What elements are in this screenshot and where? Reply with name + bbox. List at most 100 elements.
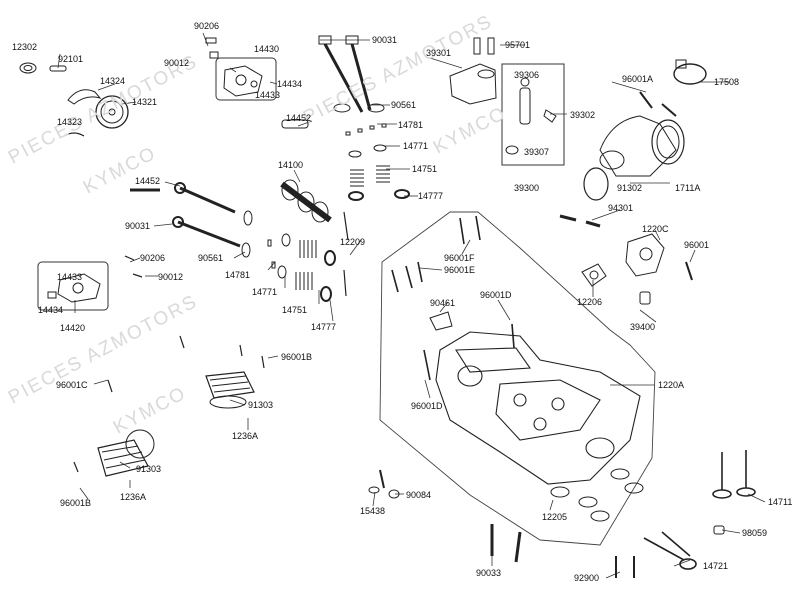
- cylinder-head-1220A: [435, 331, 641, 485]
- label-96001C: 96001C: [56, 380, 88, 390]
- springs-14751-top: [350, 165, 390, 187]
- label-91303-top: 91303: [248, 400, 274, 410]
- label-39302: 39302: [570, 110, 596, 120]
- valve-train-left: [267, 233, 336, 302]
- label-14433-top: 14433: [255, 90, 281, 100]
- guide-14323: [63, 132, 85, 137]
- label-14711: 14711: [768, 497, 793, 507]
- studs-15438: [368, 469, 385, 494]
- keepers-14781-top: [345, 123, 387, 136]
- cam-sprocket-14321: [95, 95, 129, 129]
- tappet-cover-1236A-top: [205, 371, 255, 409]
- label-12302: 12302: [12, 42, 38, 52]
- camshaft-14100: [280, 179, 332, 223]
- rocker-group-frame-top: [215, 57, 277, 101]
- label-96001B-bottom: 96001B: [60, 498, 92, 508]
- label-39400: 39400: [630, 322, 656, 332]
- o-ring-39307: [505, 145, 519, 155]
- studs-90031-left: [172, 182, 241, 248]
- label-14420: 14420: [60, 323, 86, 333]
- long-studs-90031: [318, 35, 372, 113]
- label-90012: 90012: [164, 58, 190, 68]
- label-92900: 92900: [574, 573, 600, 583]
- label-90084: 90084: [406, 490, 432, 500]
- label-90012-left: 90012: [158, 272, 184, 282]
- label-12206: 12206: [577, 297, 603, 307]
- seals-12205: [550, 468, 644, 522]
- tappet-cover-1236A-bottom: [97, 429, 155, 477]
- label-14777-top: 14777: [418, 191, 444, 201]
- label-96001E: 96001E: [444, 265, 476, 275]
- label-39307: 39307: [524, 147, 550, 157]
- pin-14452-top: [281, 119, 309, 129]
- rocker-group-frame-left: [37, 261, 109, 311]
- washer-90561-left-b: [241, 242, 251, 258]
- label-14321: 14321: [132, 97, 158, 107]
- leader-lines: [57, 32, 766, 579]
- label-14100: 14100: [278, 160, 304, 170]
- clip-39302: [543, 109, 557, 123]
- label-1236A-top: 1236A: [232, 431, 259, 441]
- label-14751-left: 14751: [282, 305, 308, 315]
- label-90033: 90033: [476, 568, 502, 578]
- label-14433-left: 14433: [57, 272, 83, 282]
- label-90206-left: 90206: [140, 253, 166, 263]
- label-1236A-bottom: 1236A: [120, 492, 147, 502]
- label-1220C: 1220C: [642, 224, 669, 234]
- o-ring-91302: [583, 167, 609, 201]
- retainers-14771-top: [348, 144, 387, 158]
- label-14777-left: 14777: [311, 322, 337, 332]
- label-14751-top: 14751: [412, 164, 438, 174]
- label-90461: 90461: [430, 298, 456, 308]
- label-96001D-bottom: 96001D: [411, 401, 443, 411]
- sensor-98059: [713, 525, 725, 535]
- stud-96001: [685, 261, 693, 281]
- label-94301: 94301: [608, 203, 634, 213]
- label-14430: 14430: [254, 44, 280, 54]
- dowel-95701b: [487, 37, 495, 55]
- label-14771-top: 14771: [403, 141, 429, 151]
- label-14323: 14323: [57, 117, 83, 127]
- label-96001D-top: 96001D: [480, 290, 512, 300]
- pin-94301b: [585, 220, 601, 228]
- label-90561-left: 90561: [198, 253, 224, 263]
- label-14434-top: 14434: [277, 79, 303, 89]
- bracket-14324: [67, 89, 102, 105]
- label-92101: 92101: [58, 54, 84, 64]
- valves-14711: [712, 450, 756, 499]
- rocker-arm-left: [47, 273, 101, 303]
- label-12209: 12209: [340, 237, 366, 247]
- label-14452-left: 14452: [135, 176, 161, 186]
- cylinder-head-assembly-outline: [379, 211, 656, 546]
- nut-90084: [388, 489, 400, 499]
- hose-clamp-17508: [673, 63, 707, 85]
- seat-14777b: [394, 189, 410, 199]
- label-95701: 95701: [505, 40, 531, 50]
- pin-94301a: [559, 214, 577, 222]
- label-39306: 39306: [514, 70, 540, 80]
- oil-seal-12302: [19, 62, 37, 74]
- injector-39306: [519, 87, 531, 125]
- label-1711A: 1711A: [675, 183, 701, 193]
- label-96001B-top: 96001B: [281, 352, 313, 362]
- bolt-92101: [49, 65, 67, 72]
- label-39301: 39301: [426, 48, 452, 58]
- label-15438: 15438: [360, 506, 386, 516]
- label-39300: 39300: [514, 183, 540, 193]
- label-14781-left: 14781: [225, 270, 251, 280]
- studs-90033: [490, 524, 522, 563]
- throttle-adapter-39301: [449, 63, 497, 105]
- label-90206: 90206: [194, 21, 220, 31]
- label-14452-top: 14452: [286, 113, 312, 123]
- washer-90561-left-a: [243, 210, 253, 226]
- label-17508: 17508: [714, 77, 740, 87]
- label-14434-left: 14434: [38, 305, 64, 315]
- bolts-96001F: [391, 215, 481, 293]
- label-91302: 91302: [617, 183, 643, 193]
- label-96001F: 96001F: [444, 253, 475, 263]
- label-96001A: 96001A: [622, 74, 654, 84]
- intake-manifold-1711A: [599, 115, 685, 177]
- rocker-arm-top: [205, 37, 263, 97]
